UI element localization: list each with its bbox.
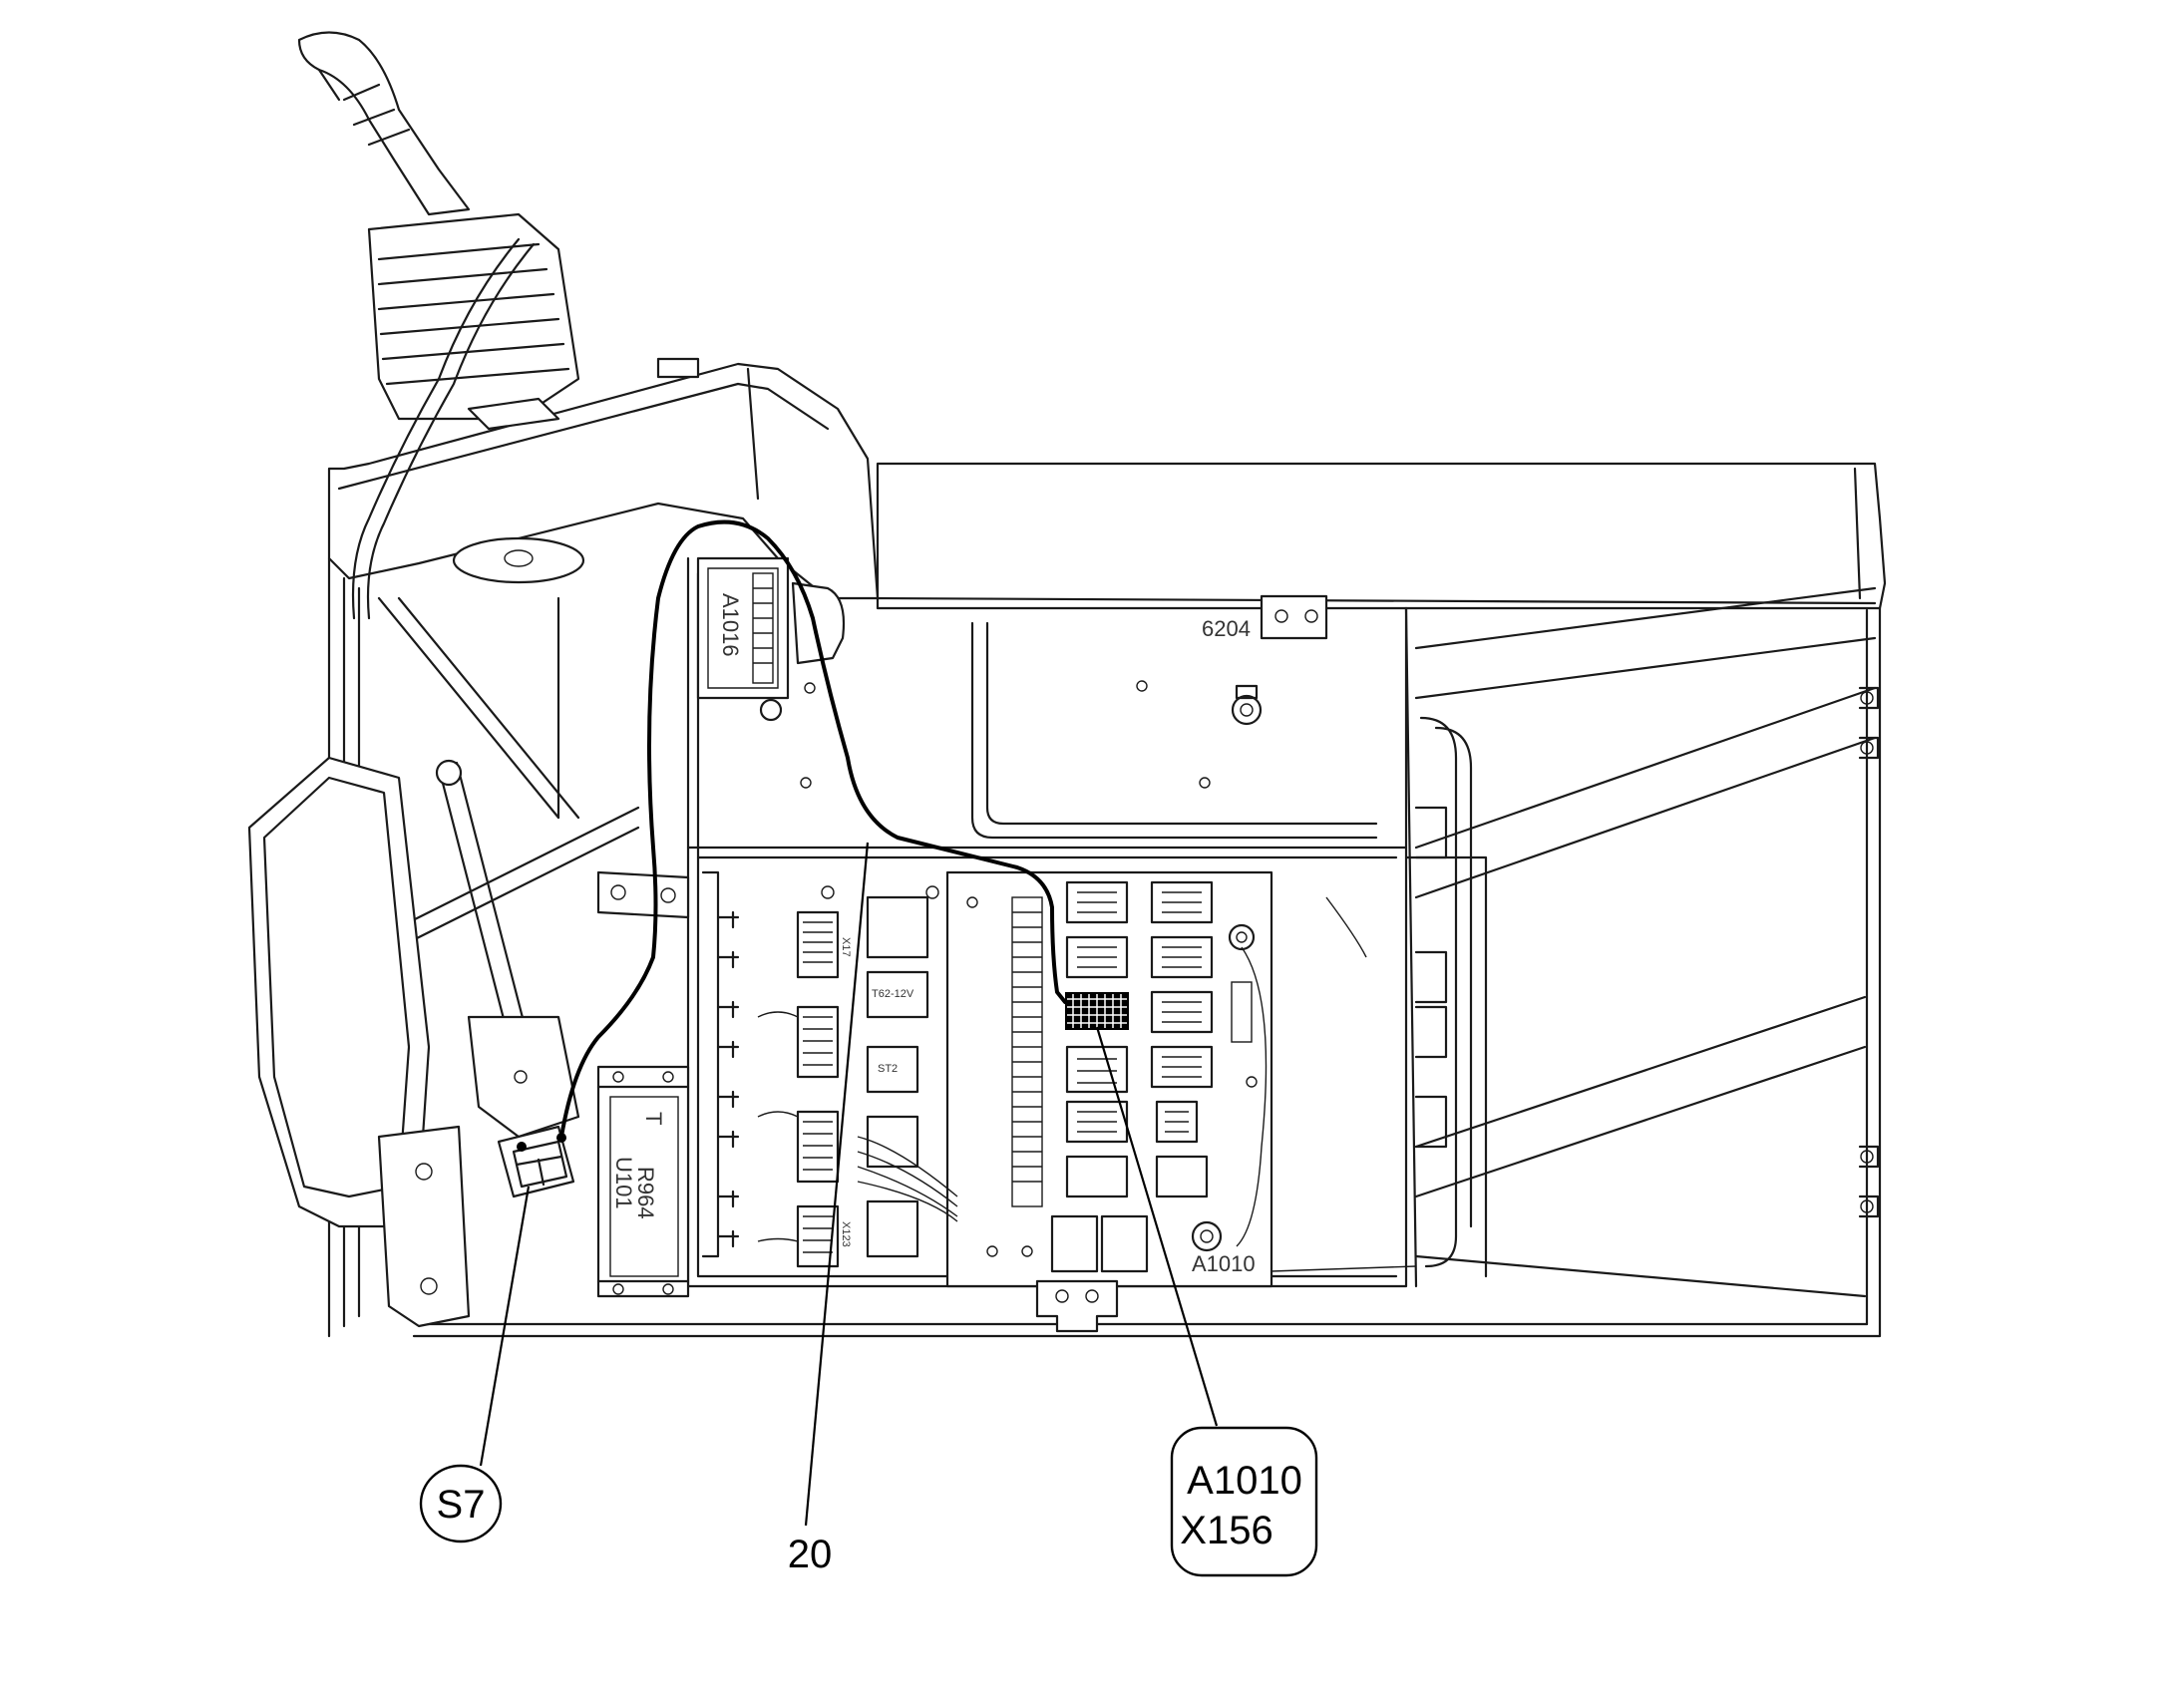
x17-label: X17: [840, 937, 852, 957]
cable-20-callout-text: 20: [788, 1533, 833, 1576]
callout-a1010-x156: A1010 X156: [1170, 1426, 1318, 1577]
code-6204-label: 6204: [1202, 616, 1251, 641]
a1016-pin-grid: [752, 572, 774, 684]
x17-connector: X17: [796, 910, 852, 979]
a1016-label: A1016: [718, 593, 743, 657]
hinge-group: [1858, 686, 1880, 1218]
a1010-leader: [1095, 1026, 1219, 1427]
r964-label: R964: [633, 1167, 658, 1219]
fuse-strip: [1011, 896, 1043, 1207]
x123-label: X123: [840, 1221, 852, 1247]
a1010-board: A1010: [757, 870, 1417, 1333]
switch-s7: [497, 1125, 575, 1198]
a1010-callout-line2: X156: [1180, 1509, 1272, 1552]
callout-20: 20: [788, 1533, 833, 1576]
s7-leader: [479, 1186, 531, 1467]
t62-label: T62-12V: [872, 988, 914, 1000]
a1010-board-label: A1010: [1192, 1251, 1256, 1276]
u101-transformer: U101 R964 T: [596, 1065, 690, 1298]
joystick: [297, 31, 700, 620]
s7-callout-text: S7: [437, 1483, 486, 1527]
x156-connector: [1065, 992, 1129, 1030]
u101-label: U101: [611, 1157, 636, 1209]
cable-20-harness: [559, 519, 1067, 1139]
side-door: [247, 756, 471, 1328]
terminal-strip: X17 X123 T62-12V ST2: [701, 870, 939, 1268]
control-console: [247, 31, 880, 1338]
a1010-callout-line1: A1010: [1187, 1459, 1302, 1503]
callout-s7: S7: [419, 1464, 503, 1543]
connector-grid: [1065, 880, 1214, 1144]
leader-lines: [479, 842, 1219, 1527]
t-label: T: [641, 1112, 666, 1125]
st2-label: ST2: [878, 1063, 898, 1075]
x123-connector: X123: [796, 1204, 852, 1268]
a1016-module: A1016: [696, 556, 846, 722]
cable-20-leader: [804, 842, 870, 1527]
gas-strut: [435, 759, 580, 1139]
